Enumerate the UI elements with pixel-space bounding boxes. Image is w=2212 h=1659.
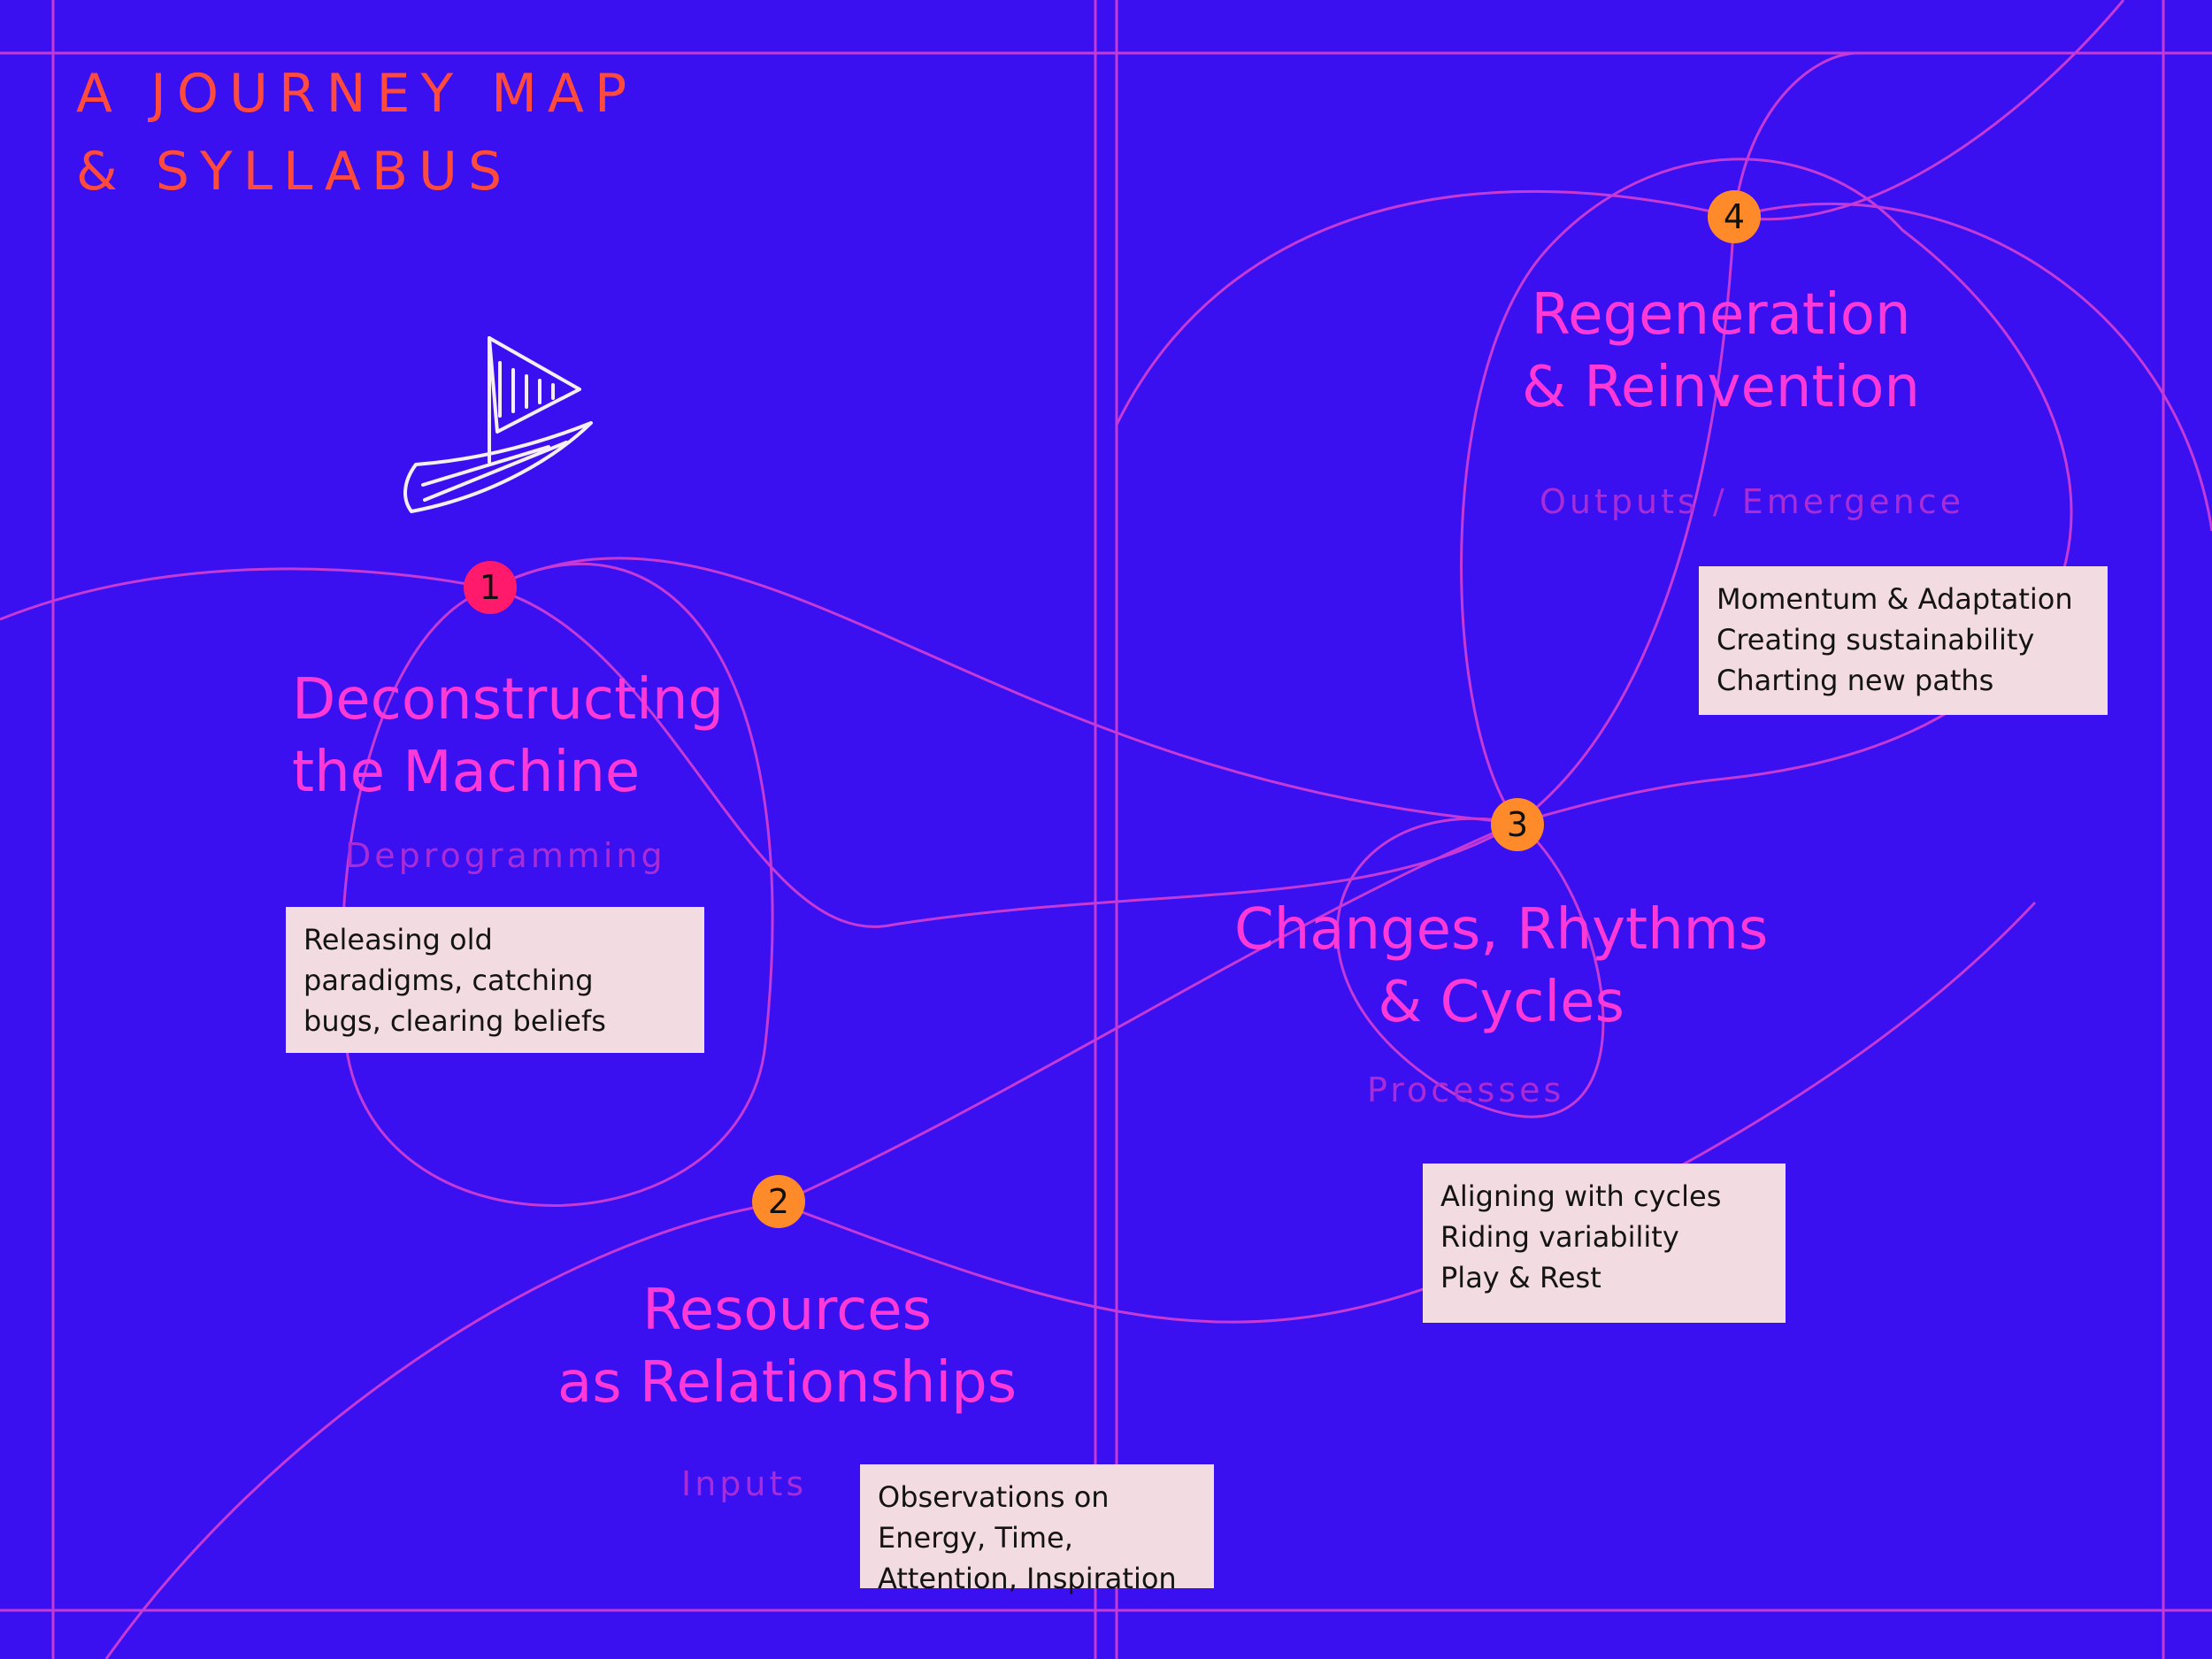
page-title-line2: & Syllabus (76, 133, 637, 211)
stage-4-marker: 4 (1708, 190, 1761, 243)
stage-2-marker: 2 (752, 1175, 805, 1228)
stage-1-subheading: Deprogramming (345, 836, 666, 875)
stage-2-subheading: Inputs (681, 1464, 807, 1503)
stage-3-heading: Changes, Rhythms & Cycles (1234, 894, 1768, 1039)
stage-4-heading: Regeneration & Reinvention (1522, 279, 1920, 424)
stage-1-heading: Deconstructing the Machine (292, 664, 724, 809)
stage-2-note: Observations on Energy, Time, Attention,… (860, 1464, 1214, 1588)
stage-4-note: Momentum & Adaptation Creating sustainab… (1699, 566, 2108, 715)
stage-3-marker: 3 (1491, 798, 1544, 851)
stage-3-note: Aligning with cycles Riding variability … (1423, 1164, 1786, 1323)
page-title-line1: A Journey Map (76, 55, 637, 133)
stage-3-subheading: Processes (1367, 1071, 1564, 1110)
sailboat-icon (405, 338, 591, 511)
stage-1-marker: 1 (464, 561, 517, 614)
stage-1-note: Releasing old paradigms, catching bugs, … (286, 907, 704, 1053)
sailboat-flag (489, 338, 580, 432)
journey-curve-loop-1 (342, 564, 772, 1205)
page-title: A Journey Map & Syllabus (76, 55, 637, 211)
stage-2-heading: Resources as Relationships (557, 1274, 1017, 1419)
stage-4-subheading: Outputs / Emergence (1540, 482, 1964, 521)
